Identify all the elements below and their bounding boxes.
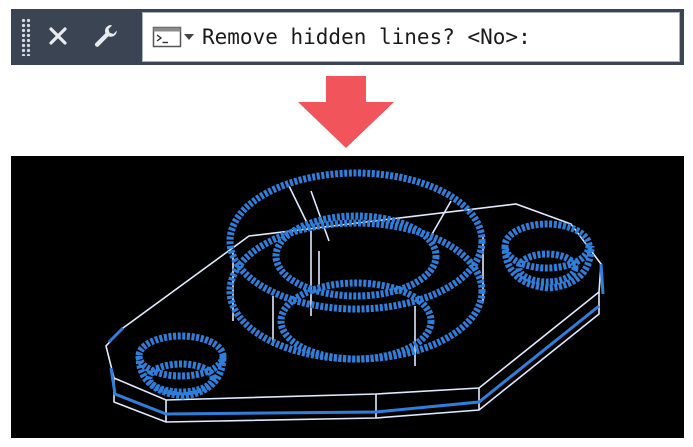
- command-prompt-icon: [152, 26, 182, 48]
- close-button[interactable]: [43, 21, 73, 51]
- drawing-viewport[interactable]: [11, 156, 684, 438]
- command-prompt-text: Remove hidden lines? <No>:: [202, 25, 531, 49]
- close-icon: [49, 27, 67, 45]
- drag-grip-handle[interactable]: [21, 18, 31, 56]
- flange-3d-model: [105, 169, 605, 423]
- chevron-down-icon: [184, 34, 194, 40]
- command-history-dropdown[interactable]: [152, 25, 196, 49]
- arrow-down-icon: [298, 76, 394, 148]
- command-input-field[interactable]: Remove hidden lines? <No>:: [142, 12, 680, 62]
- command-line-bar: Remove hidden lines? <No>:: [11, 9, 684, 65]
- customize-button[interactable]: [91, 21, 121, 51]
- wrench-icon: [94, 24, 117, 47]
